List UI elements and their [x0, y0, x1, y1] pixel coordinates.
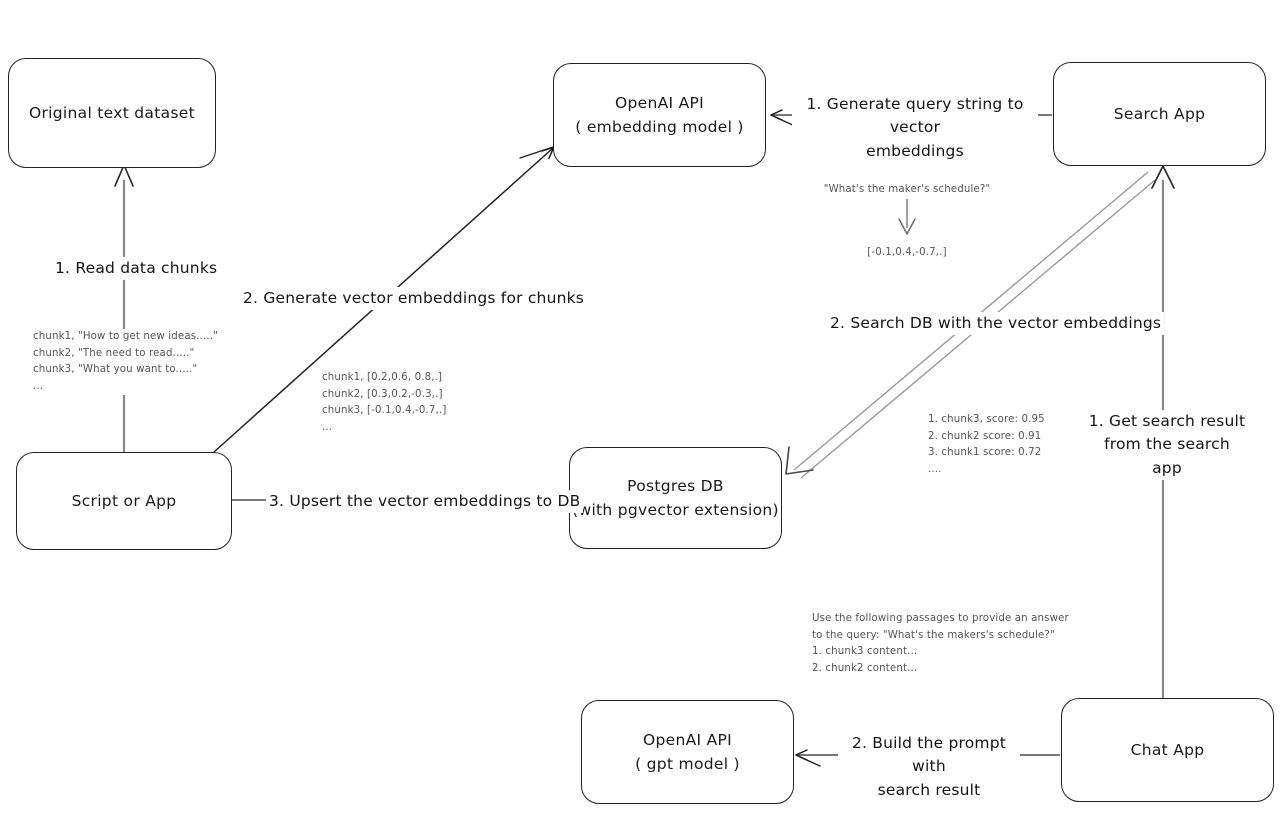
edge-label-build-prompt: 2. Build the prompt with search result [838, 732, 1020, 802]
edge-label-generate-vector-embeddings: 2. Generate vector embeddings for chunks [240, 287, 588, 311]
edge-read-data-chunks [114, 164, 134, 452]
node-label: Postgres DB [627, 476, 724, 495]
node-postgres-db[interactable]: Postgres DB (with pgvector extension) [569, 447, 782, 549]
annotation-query-string: "What's the maker's schedule?" [807, 182, 1007, 199]
annotation-search-results: 1. chunk3, score: 0.95 2. chunk2 score: … [928, 412, 1045, 479]
node-label: OpenAI API [642, 730, 733, 749]
node-label: OpenAI API [614, 93, 705, 112]
node-sublabel: (with pgvector extension) [572, 501, 779, 519]
node-label: Search App [1113, 104, 1206, 123]
edge-label-search-db: 2. Search DB with the vector embeddings [827, 312, 1165, 336]
node-label: Script or App [71, 491, 177, 510]
node-label: Original text dataset [29, 103, 195, 122]
edge-label-generate-query-string: 1. Generate query string to vector embed… [792, 93, 1038, 163]
annotation-chunks-text: chunk1, "How to get new ideas....." chun… [33, 329, 218, 396]
edge-label-read-data-chunks: 1. Read data chunks [52, 257, 221, 281]
node-label: Chat App [1130, 740, 1205, 759]
edge-label-get-search-result: 1. Get search result from the search app [1084, 410, 1250, 480]
node-script-or-app[interactable]: Script or App [16, 452, 232, 550]
node-chat-app[interactable]: Chat App [1061, 698, 1274, 802]
node-openai-embedding[interactable]: OpenAI API ( embedding model ) [553, 63, 766, 167]
node-search-app[interactable]: Search App [1053, 62, 1266, 166]
node-sublabel: ( embedding model ) [575, 118, 744, 136]
annotation-query-embedding: [-0.1,0.4,-0.7,.] [837, 245, 977, 262]
edge-query-to-embedding [898, 197, 916, 235]
annotation-prompt-text: Use the following passages to provide an… [812, 611, 1069, 678]
node-original-text-dataset[interactable]: Original text dataset [8, 58, 216, 168]
edge-label-upsert-to-db: 3. Upsert the vector embeddings to DB [266, 490, 584, 514]
annotation-chunk-embeddings: chunk1, [0.2,0.6, 0.8,.] chunk2, [0.3,0.… [322, 370, 447, 437]
node-sublabel: ( gpt model ) [635, 755, 740, 773]
node-openai-gpt[interactable]: OpenAI API ( gpt model ) [581, 700, 794, 804]
